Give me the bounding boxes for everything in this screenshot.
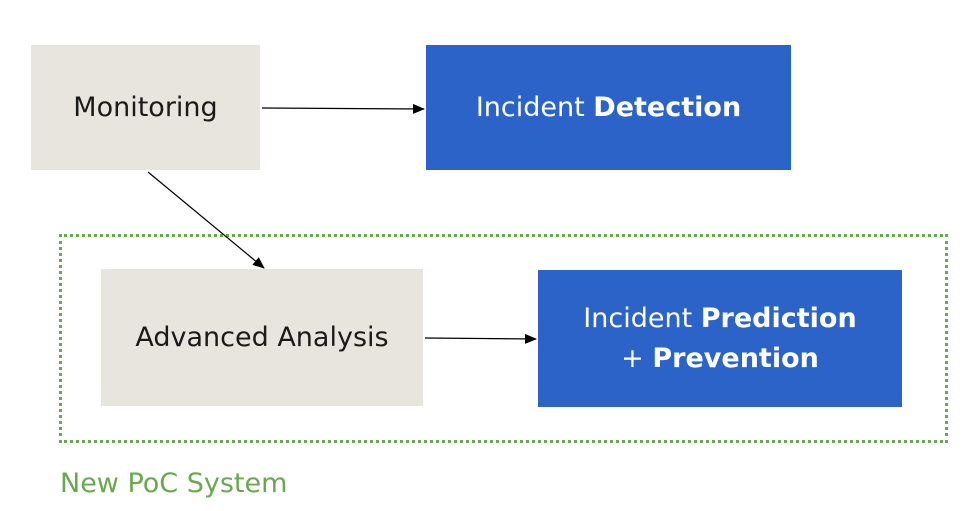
prediction-line-2: + Prevention bbox=[621, 339, 819, 379]
poc-system-label: New PoC System bbox=[60, 468, 288, 499]
incident-prediction-node: Incident Prediction + Prevention bbox=[538, 270, 902, 407]
detection-prefix: Incident bbox=[475, 91, 594, 123]
monitoring-node: Monitoring bbox=[31, 45, 260, 170]
incident-detection-label: Incident Detection bbox=[476, 88, 741, 128]
prediction-line-1: Incident Prediction bbox=[583, 299, 856, 339]
advanced-analysis-node: Advanced Analysis bbox=[101, 269, 423, 406]
poc-system-boundary bbox=[59, 234, 948, 443]
advanced-analysis-label: Advanced Analysis bbox=[135, 322, 389, 353]
incident-detection-node: Incident Detection bbox=[426, 45, 791, 170]
prevention-emphasis: Prevention bbox=[652, 342, 819, 374]
prediction-prefix: Incident bbox=[583, 302, 701, 334]
prediction-emphasis: Prediction bbox=[700, 302, 857, 334]
detection-emphasis: Detection bbox=[593, 91, 742, 123]
arrow-monitoring-to-detection bbox=[261, 103, 425, 114]
prevention-prefix: + bbox=[621, 342, 653, 374]
monitoring-label: Monitoring bbox=[73, 92, 218, 123]
